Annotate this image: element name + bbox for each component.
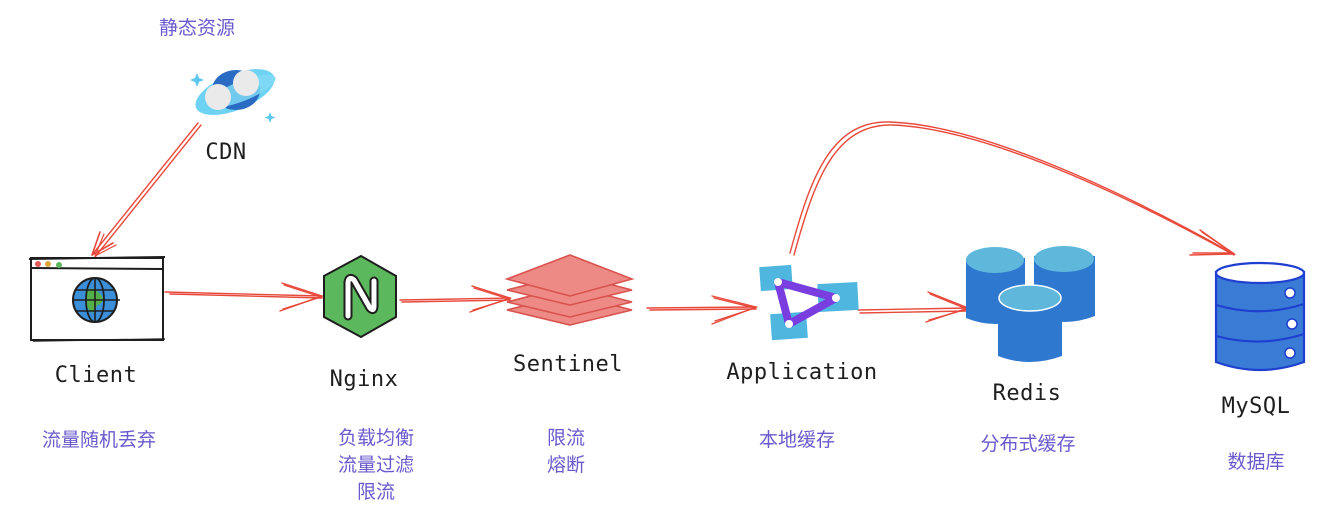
node-desc-sentinel: 限流 熔断 bbox=[546, 427, 586, 476]
edge-cdn-client bbox=[91, 122, 202, 258]
edge-application-mysql bbox=[789, 121, 1237, 256]
node-desc-mysql: 数据库 bbox=[1227, 451, 1285, 473]
edge-client-nginx bbox=[164, 282, 325, 312]
stacked-layers-icon bbox=[504, 254, 635, 326]
edge-application-redis bbox=[857, 291, 971, 323]
node-label-nginx: Nginx bbox=[329, 367, 399, 392]
node-label-sentinel: Sentinel bbox=[513, 352, 623, 377]
node-label-client: Client bbox=[54, 363, 138, 388]
node-desc-application: 本地缓存 bbox=[758, 429, 836, 451]
redis-cylinders-icon bbox=[966, 246, 1095, 362]
node-label-mysql: MySQL bbox=[1221, 394, 1291, 419]
node-label-application: Application bbox=[726, 360, 878, 385]
application-triangle-icon bbox=[759, 264, 859, 341]
node-desc-redis: 分布式缓存 bbox=[980, 433, 1076, 455]
nginx-hexagon-icon bbox=[323, 254, 397, 339]
edge-sentinel-application bbox=[646, 295, 759, 325]
node-label-redis: Redis bbox=[992, 381, 1062, 406]
edge-nginx-sentinel bbox=[399, 285, 513, 313]
cdn-planet-icon bbox=[190, 69, 276, 123]
database-icon bbox=[1214, 261, 1306, 372]
node-desc-nginx: 负载均衡 流量过滤 限流 bbox=[337, 427, 415, 503]
node-desc-client: 流量随机丢弃 bbox=[41, 429, 157, 451]
node-label-cdn: CDN bbox=[205, 140, 247, 165]
browser-globe-icon bbox=[28, 256, 166, 342]
node-desc-cdn: 静态资源 bbox=[158, 17, 236, 39]
